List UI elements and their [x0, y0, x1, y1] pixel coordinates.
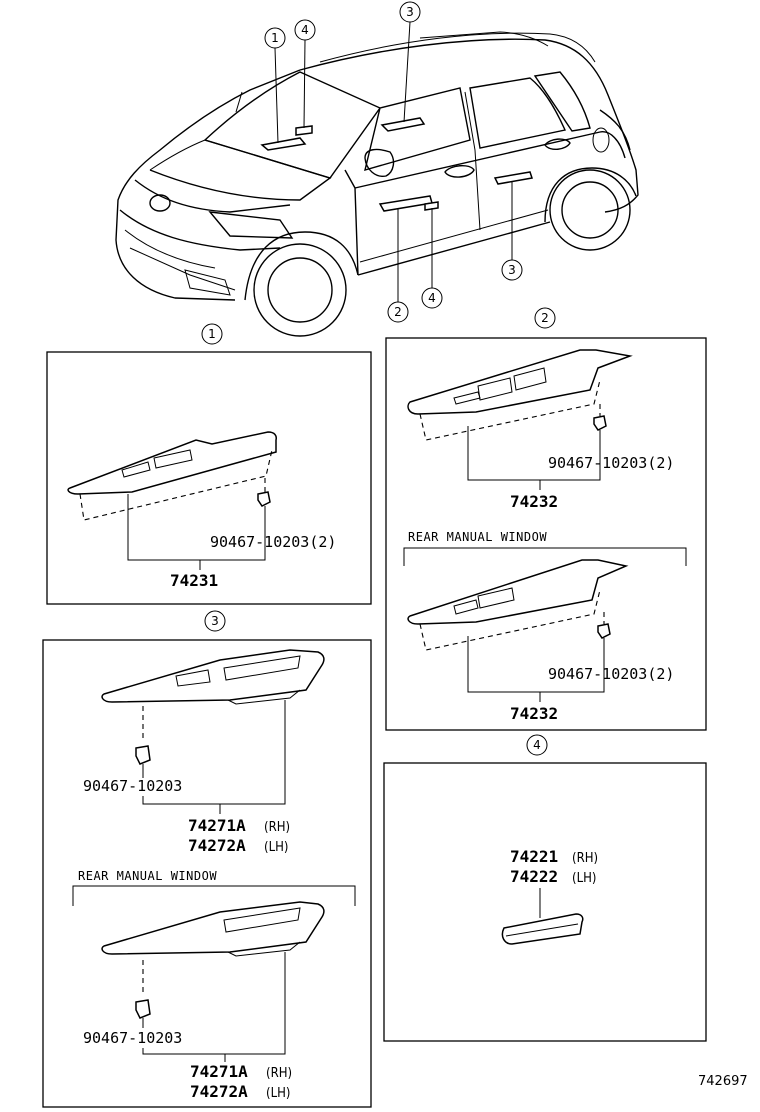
panel-2-switch-base-a	[407, 349, 633, 441]
svg-text:4: 4	[533, 738, 541, 752]
panel-1-clip-part-number: 90467-10203(2)	[210, 533, 336, 551]
panel-2-leader-b	[467, 636, 605, 693]
panel-1-marker: 1	[201, 323, 223, 345]
panel-3-bezel-lh-part-number-b: 74272A	[190, 1082, 248, 1101]
callout-2-bottom: 2	[387, 208, 409, 323]
callout-1-top: 1	[264, 27, 286, 144]
panel-4-rh-label: (RH)	[572, 851, 598, 866]
panel-2-clip-part-number-b: 90467-10203(2)	[548, 665, 674, 683]
panel-1-switch-part-number: 74231	[170, 571, 218, 590]
svg-text:3: 3	[406, 5, 414, 19]
panel-2-marker: 2	[534, 307, 556, 329]
panel-2-clip-b	[597, 612, 611, 660]
svg-text:1: 1	[271, 31, 279, 45]
panel-4-cover-lh-part-number: 74222	[510, 867, 558, 886]
panel-3-lh-label-b: (LH)	[266, 1086, 290, 1101]
panel-1-switch-base	[67, 431, 277, 521]
panel-2-switch-part-number-b: 74232	[510, 704, 558, 723]
panel-3-clip-part-number-b: 90467-10203	[83, 1029, 182, 1047]
panel-3-bezel-rh-part-number-a: 74271A	[188, 816, 246, 835]
panel-3-section-label: REAR MANUAL WINDOW	[78, 869, 217, 883]
svg-text:3: 3	[211, 614, 219, 628]
panel-3-section-bracket	[72, 885, 356, 906]
panel-3-clip-b	[135, 960, 151, 1028]
panel-3-rh-label-a: (RH)	[264, 820, 290, 835]
callout-3-bottom: 3	[501, 182, 523, 281]
panel-4-frame	[383, 762, 707, 1042]
panel-3-bezel-b	[101, 901, 325, 957]
panel-3-marker: 3	[204, 610, 226, 632]
callout-4-bottom: 4	[421, 208, 443, 309]
panel-3-leader-b	[142, 952, 286, 1055]
svg-text:2: 2	[394, 305, 402, 319]
panel-3-frame	[42, 639, 372, 1108]
panel-3-bezel-a	[101, 649, 325, 705]
svg-text:2: 2	[541, 311, 549, 325]
panel-3-lh-label-a: (LH)	[264, 840, 288, 855]
panel-2-switch-part-number-a: 74232	[510, 492, 558, 511]
callout-3-top: 3	[399, 1, 421, 123]
panel-2-switch-base-b	[407, 559, 629, 651]
panel-3-rh-label-b: (RH)	[266, 1066, 292, 1081]
panel-2-leader-a	[467, 426, 601, 481]
vehicle-illustration	[115, 31, 639, 337]
panel-1-clip	[257, 478, 271, 532]
panel-1-frame	[46, 351, 372, 605]
callout-4-top: 4	[294, 19, 316, 129]
diagram-code: 742697	[698, 1074, 748, 1089]
panel-3-bezel-lh-part-number-a: 74272A	[188, 836, 246, 855]
panel-1-leader	[127, 494, 266, 561]
panel-3-clip-a	[135, 706, 151, 778]
panel-2-clip-part-number-a: 90467-10203(2)	[548, 454, 674, 472]
panel-4-lh-label: (LH)	[572, 871, 596, 886]
panel-3-leader-a	[142, 700, 286, 805]
panel-4-marker: 4	[526, 734, 548, 756]
panel-3-clip-part-number-a: 90467-10203	[83, 777, 182, 795]
panel-4-cover-rh-part-number: 74221	[510, 847, 558, 866]
panel-2-section-label: REAR MANUAL WINDOW	[408, 530, 547, 544]
svg-text:4: 4	[428, 291, 436, 305]
svg-text:1: 1	[208, 327, 216, 341]
panel-2-section-bracket	[403, 547, 687, 566]
panel-3-bezel-rh-part-number-b: 74271A	[190, 1062, 248, 1081]
panel-2-frame	[385, 337, 707, 731]
panel-4-cover	[501, 913, 584, 945]
panel-2-clip-a	[593, 404, 607, 448]
svg-text:4: 4	[301, 23, 309, 37]
svg-text:3: 3	[508, 263, 516, 277]
